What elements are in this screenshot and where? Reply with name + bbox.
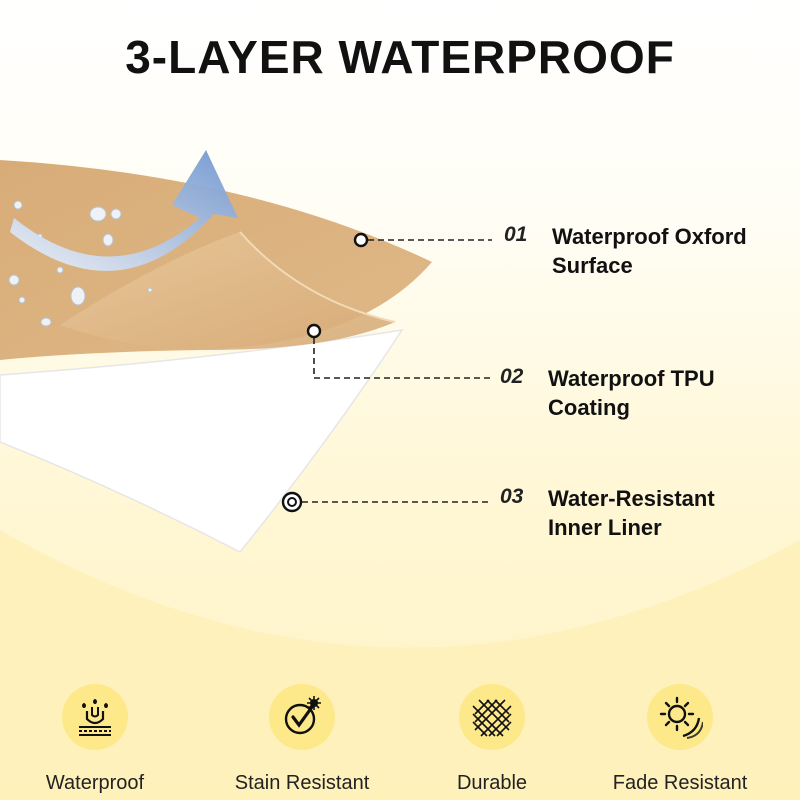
callout-label-line: Water-Resistant bbox=[548, 486, 715, 511]
feature-label: Durable bbox=[456, 772, 528, 794]
feature-label: Fade Resistant bbox=[612, 772, 748, 794]
callout-number: 02 bbox=[498, 364, 548, 389]
callout-label-line: Waterproof TPU bbox=[548, 366, 715, 391]
callout-label: Waterproof TPU Coating bbox=[548, 364, 798, 422]
feature-icon-circle bbox=[459, 684, 525, 750]
feature-label: Waterproof bbox=[45, 772, 145, 794]
water-repel-arrow-icon bbox=[10, 150, 238, 271]
fade-resistant-sun-icon bbox=[659, 696, 703, 739]
callout-label-line: Waterproof Oxford bbox=[552, 224, 747, 249]
feature-stain-resistant: Stain Resistant bbox=[207, 684, 397, 795]
callout-label: Waterproof Oxford Surface bbox=[552, 222, 800, 280]
leader-lines bbox=[302, 239, 492, 503]
waterproof-icon bbox=[79, 699, 111, 736]
feature-waterproof: Waterproof bbox=[0, 684, 190, 795]
callout-label-line: Coating bbox=[548, 395, 630, 420]
callout-tpu-coating: 02 Waterproof TPU Coating bbox=[498, 364, 798, 422]
feature-label: Stain Resistant bbox=[234, 772, 370, 794]
callout-label-line: Surface bbox=[552, 253, 633, 278]
callout-oxford-surface: 01 Waterproof Oxford Surface bbox=[502, 222, 800, 280]
callout-label-line: Inner Liner bbox=[548, 515, 662, 540]
inner-liner-layer bbox=[0, 328, 404, 553]
durable-weave-icon bbox=[472, 699, 512, 737]
callout-inner-liner: 03 Water-Resistant Inner Liner bbox=[498, 484, 798, 542]
tpu-edge-highlight bbox=[239, 231, 396, 323]
background-wave bbox=[0, 530, 800, 800]
callout-label: Water-Resistant Inner Liner bbox=[548, 484, 798, 542]
feature-icon-circle bbox=[269, 684, 335, 750]
feature-fade-resistant: Fade Resistant bbox=[585, 684, 775, 795]
title-container: 3-LAYER WATERPROOF bbox=[0, 30, 800, 84]
feature-icon-circle bbox=[62, 684, 128, 750]
callout-number: 03 bbox=[498, 484, 548, 509]
callout-number: 01 bbox=[502, 222, 552, 247]
feature-durable: Durable bbox=[397, 684, 587, 795]
leader-markers bbox=[281, 232, 369, 513]
stain-resistant-icon bbox=[284, 696, 321, 735]
feature-icon-circle bbox=[647, 684, 713, 750]
page-title: 3-LAYER WATERPROOF bbox=[119, 30, 681, 84]
tpu-coating-layer bbox=[60, 232, 395, 350]
water-droplets bbox=[8, 200, 153, 327]
